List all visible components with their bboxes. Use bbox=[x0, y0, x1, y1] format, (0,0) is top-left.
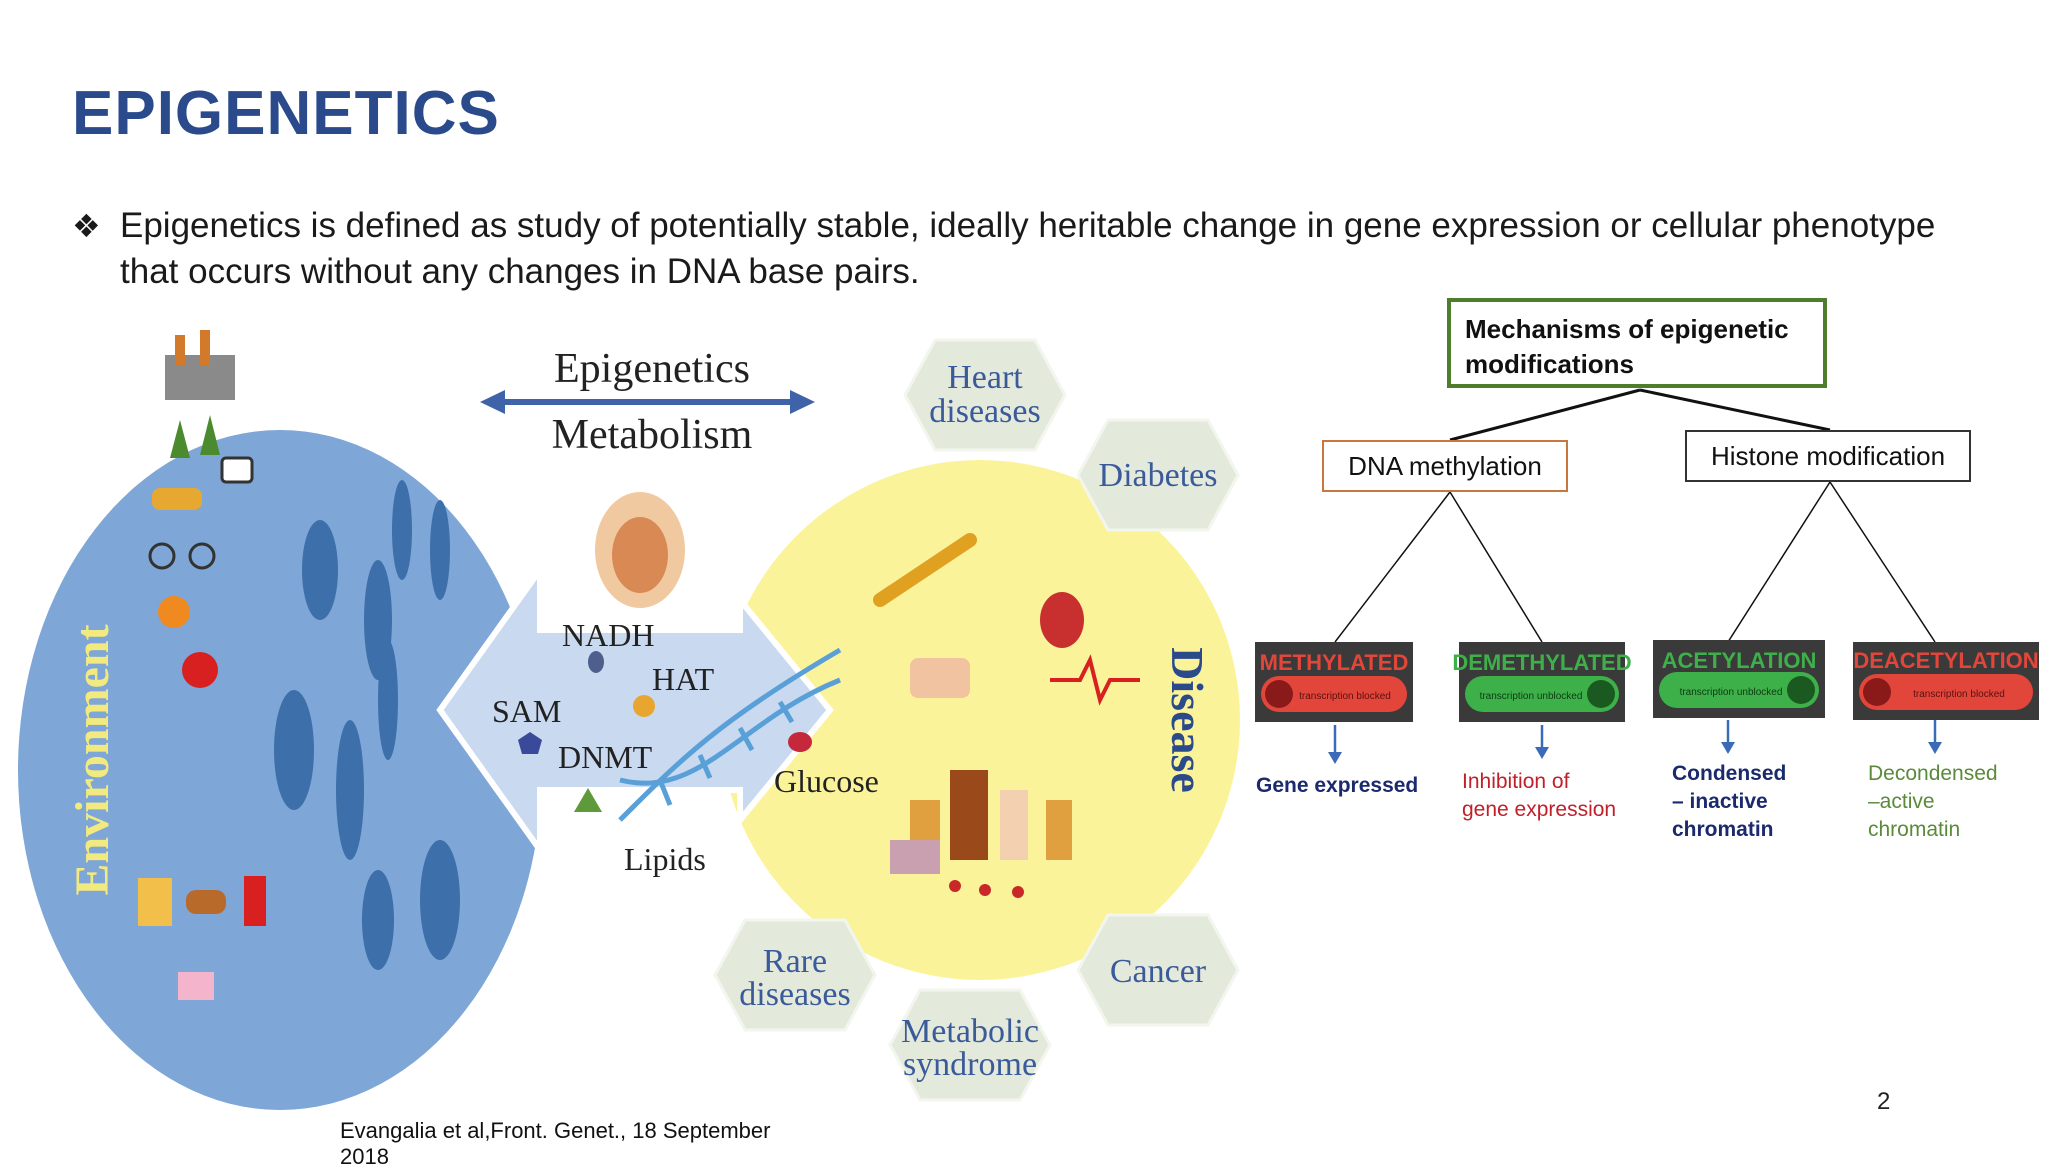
label-nadh: NADH bbox=[562, 617, 654, 653]
arrow-right-head-icon bbox=[790, 390, 815, 414]
outcome-condensed: Condensed – inactive chromatin bbox=[1672, 762, 1787, 841]
glucose-dot-icon bbox=[788, 732, 812, 752]
badge-methylated: METHYLATED transcription blocked bbox=[1255, 642, 1413, 722]
heart-diseases-line2: diseases bbox=[929, 393, 1040, 430]
epigenetics-label: Epigenetics bbox=[554, 346, 750, 392]
metabolism-label: Metabolism bbox=[552, 412, 753, 458]
hex-rare-diseases bbox=[713, 918, 877, 1032]
arrow-down-icon bbox=[1928, 742, 1942, 754]
disease-label: Disease bbox=[1162, 647, 1213, 793]
citation: Evangalia et al,Front. Genet., 18 Septem… bbox=[340, 1118, 771, 1169]
badge-deacetylation-sub: transcription blocked bbox=[1913, 689, 2005, 700]
rare-diseases-line2: diseases bbox=[739, 976, 850, 1013]
hex-cancer bbox=[1076, 913, 1240, 1027]
badge-deacetylation: DEACETYLATION transcription blocked bbox=[1853, 642, 2039, 720]
hex-metabolic-syndrome bbox=[888, 988, 1052, 1102]
sam-pentagon-icon bbox=[518, 732, 542, 754]
badge-acetylation: ACETYLATION transcription unblocked bbox=[1653, 640, 1825, 718]
badge-deacetylation-title: DEACETYLATION bbox=[1853, 648, 2038, 673]
badge-acetylation-title: ACETYLATION bbox=[1662, 648, 1817, 673]
hex-heart-diseases bbox=[903, 338, 1067, 452]
epigenetics-metabolism-figure: Epigenetics Metabolism NADH HAT SAM DNMT… bbox=[18, 330, 1240, 1110]
arrow-left-head-icon bbox=[480, 390, 505, 414]
embryo-icon bbox=[595, 492, 685, 608]
arrow-down-icon bbox=[1328, 752, 1342, 764]
label-dnmt: DNMT bbox=[558, 739, 653, 775]
nadh-drop-icon bbox=[588, 651, 604, 673]
badge-demethylated-sub: transcription unblocked bbox=[1480, 691, 1583, 702]
histone-modification-box: Histone modification bbox=[1685, 430, 1971, 482]
label-sam: SAM bbox=[492, 693, 561, 729]
disease-circle bbox=[720, 460, 1240, 980]
badge-methylated-title: METHYLATED bbox=[1260, 650, 1409, 675]
badge-methylated-sub: transcription blocked bbox=[1299, 691, 1391, 702]
tree-root-box: Mechanisms of epigenetic modifications bbox=[1447, 298, 1827, 388]
metabolic-syndrome-line2: syndrome bbox=[903, 1046, 1037, 1083]
disease-items-icon bbox=[873, 533, 1140, 898]
label-hat: HAT bbox=[652, 661, 715, 697]
outcome-decondensed: Decondensed –active chromatin bbox=[1868, 762, 1998, 841]
badge-acetylation-sub: transcription unblocked bbox=[1680, 687, 1783, 698]
diabetes-label: Diabetes bbox=[1099, 457, 1218, 494]
tree-connector-lines bbox=[1328, 388, 1942, 764]
arrow-down-icon bbox=[1721, 742, 1735, 754]
people-silhouettes-icon bbox=[274, 480, 460, 970]
arrow-down-icon bbox=[1535, 747, 1549, 759]
metabolic-syndrome-line1: Metabolic bbox=[901, 1013, 1039, 1050]
badge-demethylated: DEMETHYLATED transcription unblocked bbox=[1452, 642, 1632, 722]
outcome-gene-expressed: Gene expressed bbox=[1256, 774, 1419, 797]
dna-methylation-box: DNA methylation bbox=[1322, 440, 1568, 492]
dna-helix-icon bbox=[618, 647, 842, 822]
hat-pie-icon bbox=[633, 695, 655, 717]
diamond-bullet-icon: ❖ bbox=[72, 208, 101, 244]
page-number: 2 bbox=[1877, 1088, 1891, 1115]
environment-label: Environment bbox=[66, 624, 119, 895]
cancer-label: Cancer bbox=[1110, 953, 1207, 990]
badge-demethylated-title: DEMETHYLATED bbox=[1452, 650, 1631, 675]
bullet-text: Epigenetics is defined as study of poten… bbox=[120, 206, 1936, 291]
rare-diseases-line1: Rare bbox=[763, 943, 827, 980]
hex-diabetes bbox=[1076, 418, 1240, 532]
environment-items-icon bbox=[138, 330, 266, 1000]
modification-badges: METHYLATED transcription blocked DEMETHY… bbox=[1255, 640, 2039, 722]
outcome-inhibition: Inhibition of gene expression bbox=[1462, 770, 1617, 821]
label-glucose: Glucose bbox=[774, 763, 879, 799]
dnmt-triangle-icon bbox=[574, 788, 602, 812]
label-lipids: Lipids bbox=[624, 841, 706, 877]
heart-diseases-line1: Heart bbox=[947, 359, 1023, 396]
slide-title: EPIGENETICS bbox=[72, 79, 500, 148]
